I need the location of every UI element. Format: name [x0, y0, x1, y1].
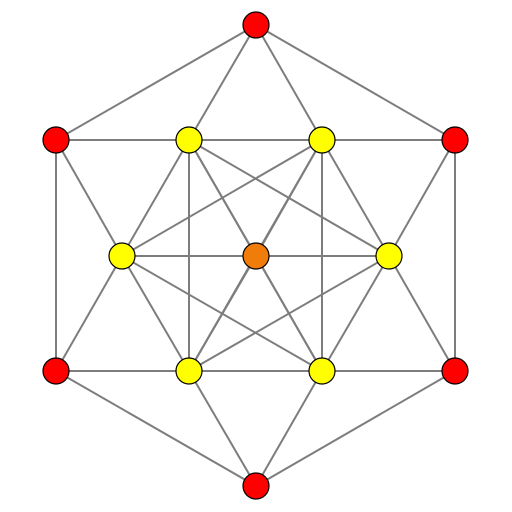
inner-vertex-in-ul [175, 126, 203, 154]
outer-vertex-lright [441, 357, 469, 385]
edge-top-uright [255, 24, 456, 141]
inner-vertex-in-lr [308, 357, 336, 385]
outer-vertex-uright [441, 126, 469, 154]
inner-vertex-in-ur [308, 126, 336, 154]
edge-uright-in-r [388, 139, 456, 257]
edge-bottom-in-lr [255, 370, 323, 487]
edge-center-in-lr [255, 255, 323, 372]
edge-uleft-in-l [55, 139, 123, 257]
edge-in-lr-in-r [321, 255, 390, 372]
outer-vertex-bottom [242, 472, 270, 500]
edge-in-ll-in-l [121, 255, 190, 372]
inner-vertex-in-ll [175, 357, 203, 385]
outer-vertex-top [242, 11, 270, 39]
edge-bottom-in-ll [188, 370, 257, 487]
edge-top-uleft [55, 24, 257, 141]
edge-in-ur-in-r [321, 139, 390, 257]
edge-lleft-in-l [55, 255, 123, 372]
inner-vertex-in-l [108, 242, 136, 270]
edge-top-in-ur [255, 24, 323, 141]
edge-center-in-ur [255, 139, 323, 257]
edge-in-ul-in-l [121, 139, 190, 257]
edge-center-in-ul [188, 139, 257, 257]
outer-vertex-uleft [42, 126, 70, 154]
vertex-layer [42, 11, 469, 500]
center-vertex-center [242, 242, 270, 270]
edge-layer [55, 24, 456, 487]
inner-vertex-in-r [375, 242, 403, 270]
edge-lright-bottom [255, 370, 456, 487]
edge-lright-in-r [388, 255, 456, 372]
edge-top-in-ul [188, 24, 257, 141]
edge-lleft-bottom [55, 370, 257, 487]
edge-center-in-ll [188, 255, 257, 372]
outer-vertex-lleft [42, 357, 70, 385]
